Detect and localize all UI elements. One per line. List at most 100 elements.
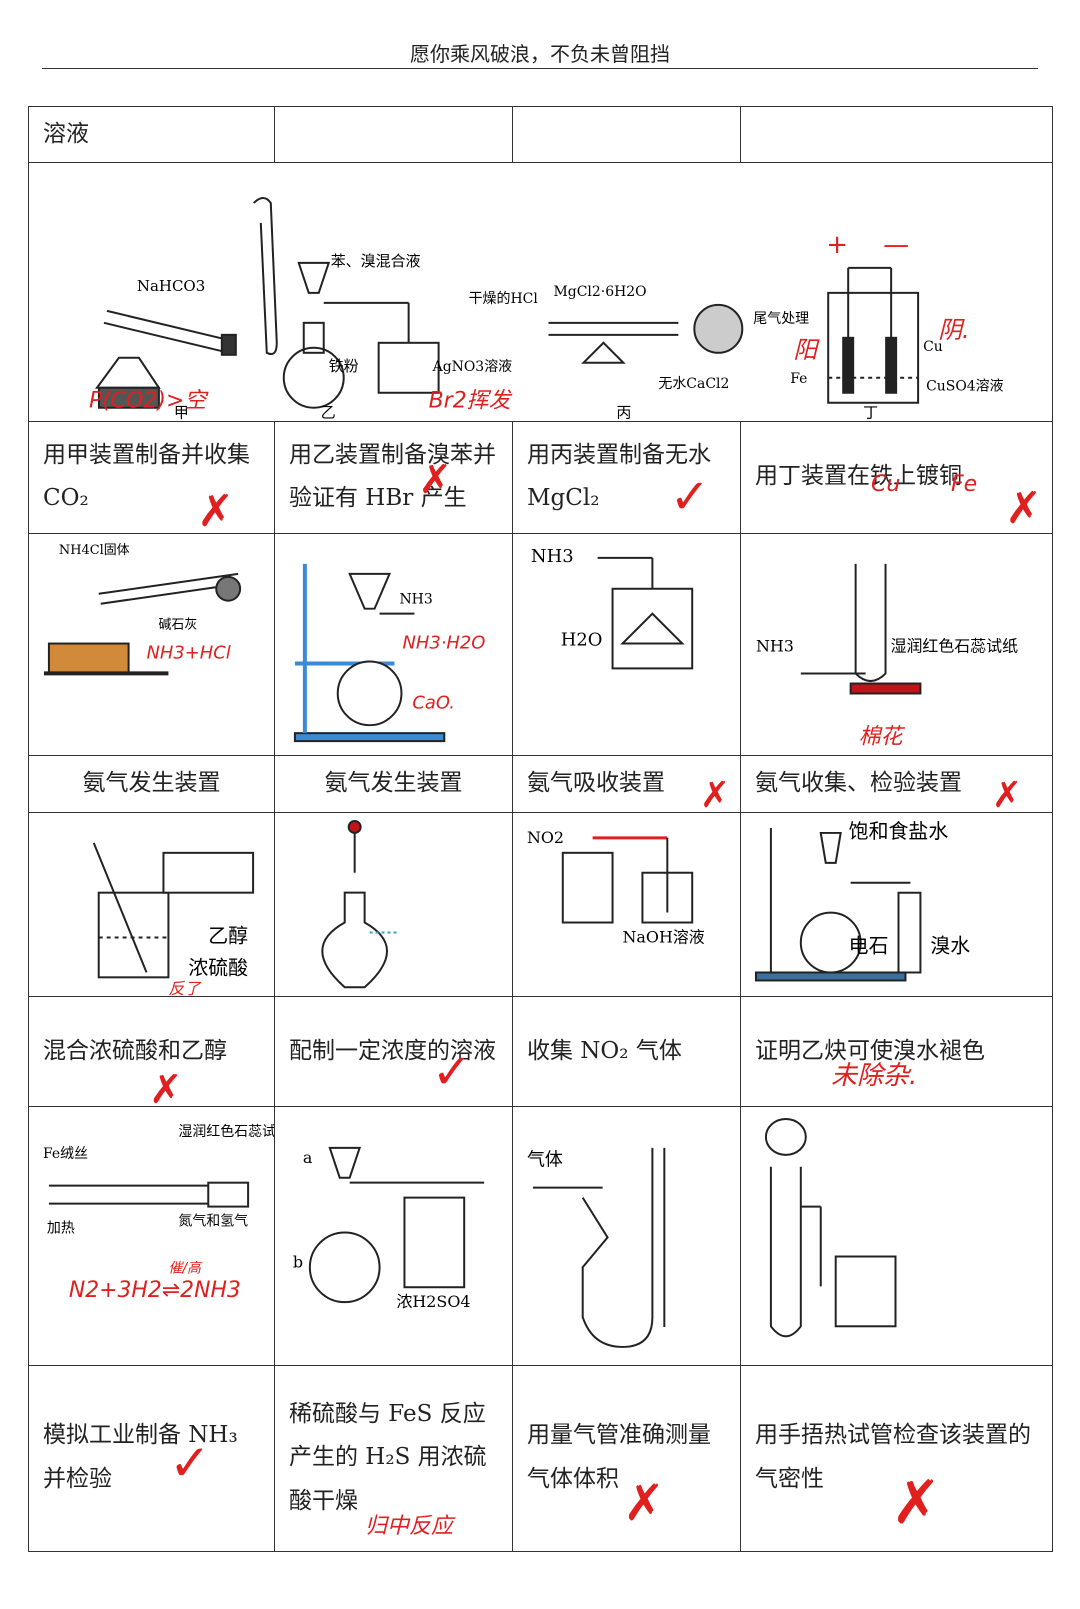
apparatus-diagram: NH3 NH3·H2O CaO. xyxy=(274,532,513,757)
table-row: Fe绒丝 加热 湿润红色石蕊试纸 氮气和氢气 N2+3H2⇌2NH3 催/高 a… xyxy=(28,1106,1053,1366)
caption-cell: 氨气收集、检验装置 ✗ xyxy=(740,755,1053,816)
apparatus-diagram: NH4Cl固体 碱石灰 NH3+HCl xyxy=(28,532,275,757)
cross-mark: ✗ xyxy=(891,1467,942,1538)
table-row: 乙醇 浓硫酸 反了 xyxy=(28,812,1053,998)
caption-cell: 用手捂热试管检查该装置的气密性✗ xyxy=(740,1364,1053,1552)
caption-cell: 稀硫酸与 FeS 反应产生的 H₂S 用浓硫酸干燥归中反应 xyxy=(274,1364,513,1552)
caption-cell: 证明乙炔可使溴水褪色未除杂. xyxy=(740,996,1053,1108)
caption-cell: 模拟工业制备 NH₃并检验✓ xyxy=(28,1364,275,1552)
apparatus-diagram: NH3 湿润红色石蕊试纸 棉花 xyxy=(740,532,1053,757)
table-row: 用甲装置制备并收集 CO₂✗ 用乙装置制备溴苯并验证有 HBr 产生✗ 用丙装置… xyxy=(28,420,1053,537)
caption-cell: 用丙装置制备无水MgCl₂✓ xyxy=(512,420,741,534)
reagent-label: 氮气和氢气 xyxy=(178,1213,248,1229)
caption-text: 稀硫酸与 FeS 反应产生的 H₂S 用浓硫酸干燥 xyxy=(289,1400,487,1514)
caption-cell: 混合浓硫酸和乙醇✗ xyxy=(28,996,275,1113)
handwritten-note: 阳 xyxy=(793,336,820,364)
handwritten-note: Fe xyxy=(951,471,978,497)
caption-text: 用乙装置制备溴苯并验证有 HBr 产生 xyxy=(289,441,496,512)
header-rule xyxy=(42,68,1038,69)
reagent-label: 湿润红色石蕊试纸 xyxy=(178,1122,274,1139)
cell-solution: 溶液 xyxy=(28,106,275,163)
handwritten-note: + xyxy=(826,230,848,260)
apparatus-svg: NO2 NaOH溶液 xyxy=(527,828,705,947)
caption-text: 用甲装置制备并收集 CO₂ xyxy=(43,441,250,512)
handwritten-note: 阴. xyxy=(938,316,970,344)
caption-cell: 用乙装置制备溴苯并验证有 HBr 产生✗ xyxy=(274,420,513,534)
caption-text: 收集 NO₂ 气体 xyxy=(527,1038,682,1065)
cross-mark: ✗ xyxy=(623,1473,665,1532)
caption-text: 氨气发生装置 xyxy=(82,770,221,797)
cross-mark: ✗ xyxy=(991,775,1022,817)
handwritten-note: N2+3H2⇌2NH3 xyxy=(69,1278,241,1303)
caption-cell: 氨气发生装置 xyxy=(274,755,513,814)
caption-text: 模拟工业制备 NH₃并检验 xyxy=(43,1422,238,1493)
reagent-label: 溴水 xyxy=(930,935,970,958)
apparatus-diagram: 饱和食盐水 电石 溴水 xyxy=(740,812,1053,998)
apparatus-svg xyxy=(321,820,400,989)
table-row: NH4Cl固体 碱石灰 NH3+HCl NH3 NH3·H2O CaO. xyxy=(28,532,1053,757)
reagent-label: 苯、溴混合液 xyxy=(331,252,421,270)
reagent-label: Fe绒丝 xyxy=(43,1145,88,1161)
handwritten-note: Cu xyxy=(871,471,901,497)
handwritten-note: 归中反应 xyxy=(365,1513,454,1539)
caption-cell: 配制一定浓度的溶液✓ xyxy=(274,996,513,1108)
gas-label: NH3 xyxy=(399,592,432,608)
caption-cell: 用量气管准确测量气体体积✗ xyxy=(512,1364,741,1552)
handwritten-note: P(CO2)>空 xyxy=(89,389,209,414)
caption-cell: 用甲装置制备并收集 CO₂✗ xyxy=(28,420,275,537)
check-mark: ✓ xyxy=(169,1433,211,1492)
header-motto: 愿你乘风破浪，不负未曾阻挡 xyxy=(410,42,670,66)
reagent-label: CuSO4溶液 xyxy=(926,379,1004,395)
caption-text: 氨气发生装置 xyxy=(324,770,463,797)
apparatus-diagram: NO2 NaOH溶液 xyxy=(512,812,741,998)
apparatus-svg: 气体 xyxy=(527,1147,666,1348)
reagent-label: 铁粉 xyxy=(329,357,359,375)
check-mark: ✓ xyxy=(669,468,710,525)
caption-text: 用丙装置制备无水MgCl₂ xyxy=(527,441,711,512)
electrode-label: Cu xyxy=(923,339,943,355)
handwritten-note: — xyxy=(883,230,909,260)
reagent-label: 碱石灰 xyxy=(158,617,197,632)
caption-cell: 收集 NO₂ 气体 xyxy=(512,996,741,1108)
caption-text: 氨气吸收装置 xyxy=(527,770,665,797)
handwritten-note: 反了 xyxy=(168,979,202,996)
reagent-label: 浓H2SO4 xyxy=(396,1292,470,1311)
figure-label: 甲 xyxy=(174,404,189,421)
port-label: b xyxy=(293,1252,303,1271)
apparatus-svg: NH3 H2O xyxy=(531,546,694,670)
table-row: 模拟工业制备 NH₃并检验✓ 稀硫酸与 FeS 反应产生的 H₂S 用浓硫酸干燥… xyxy=(28,1364,1053,1552)
cross-mark: ✗ xyxy=(149,1067,183,1114)
table-row: 混合浓硫酸和乙醇✗ 配制一定浓度的溶液✓ 收集 NO₂ 气体 证明乙炔可使溴水褪… xyxy=(28,996,1053,1113)
reagent-label: NaOH溶液 xyxy=(623,928,705,947)
apparatus-diagram xyxy=(274,812,513,998)
handwritten-note: CaO. xyxy=(412,692,455,713)
cross-mark: ✗ xyxy=(197,485,234,537)
caption-text: 用丁装置在铁上镀铜 xyxy=(755,463,962,490)
caption-text: 氨气收集、检验装置 xyxy=(755,770,962,797)
apparatus-diagram xyxy=(740,1106,1053,1366)
experiment-table: 溶液 xyxy=(28,106,1053,1552)
reagent-label: 乙醇 xyxy=(208,925,248,948)
caption-text: 配制一定浓度的溶液 xyxy=(289,1038,496,1065)
caption-text: 混合浓硫酸和乙醇 xyxy=(43,1038,227,1065)
cross-mark: ✗ xyxy=(418,456,452,503)
table-row: 氨气发生装置 氨气发生装置 氨气吸收装置 ✗ 氨气收集、检验装置 ✗ xyxy=(28,755,1053,816)
apparatus-diagram: Fe绒丝 加热 湿润红色石蕊试纸 氮气和氢气 N2+3H2⇌2NH3 催/高 xyxy=(28,1106,275,1366)
table-row: 溶液 xyxy=(28,106,1053,163)
apparatus-svg: 乙醇 浓硫酸 反了 xyxy=(92,842,255,996)
handwritten-note: 未除杂. xyxy=(831,1061,918,1092)
handwritten-note: NH3+HCl xyxy=(147,642,231,663)
figure-label: 乙 xyxy=(321,404,336,421)
reagent-label: 尾气处理 xyxy=(753,311,809,327)
cross-mark: ✗ xyxy=(1005,482,1042,534)
reagent-label: H2O xyxy=(561,629,603,650)
cell-empty xyxy=(740,106,1053,163)
caption-text: 用手捂热试管检查该装置的气密性 xyxy=(755,1422,1031,1493)
apparatus-svg: NH3 NH3·H2O CaO. xyxy=(293,563,485,742)
reagent-label: 电石 xyxy=(849,935,889,958)
cell-empty xyxy=(274,106,513,163)
electrode-label: Fe xyxy=(790,371,807,387)
apparatus-svg: Fe绒丝 加热 湿润红色石蕊试纸 氮气和氢气 N2+3H2⇌2NH3 催/高 xyxy=(43,1122,274,1303)
handwritten-note: Br2挥发 xyxy=(429,389,513,414)
